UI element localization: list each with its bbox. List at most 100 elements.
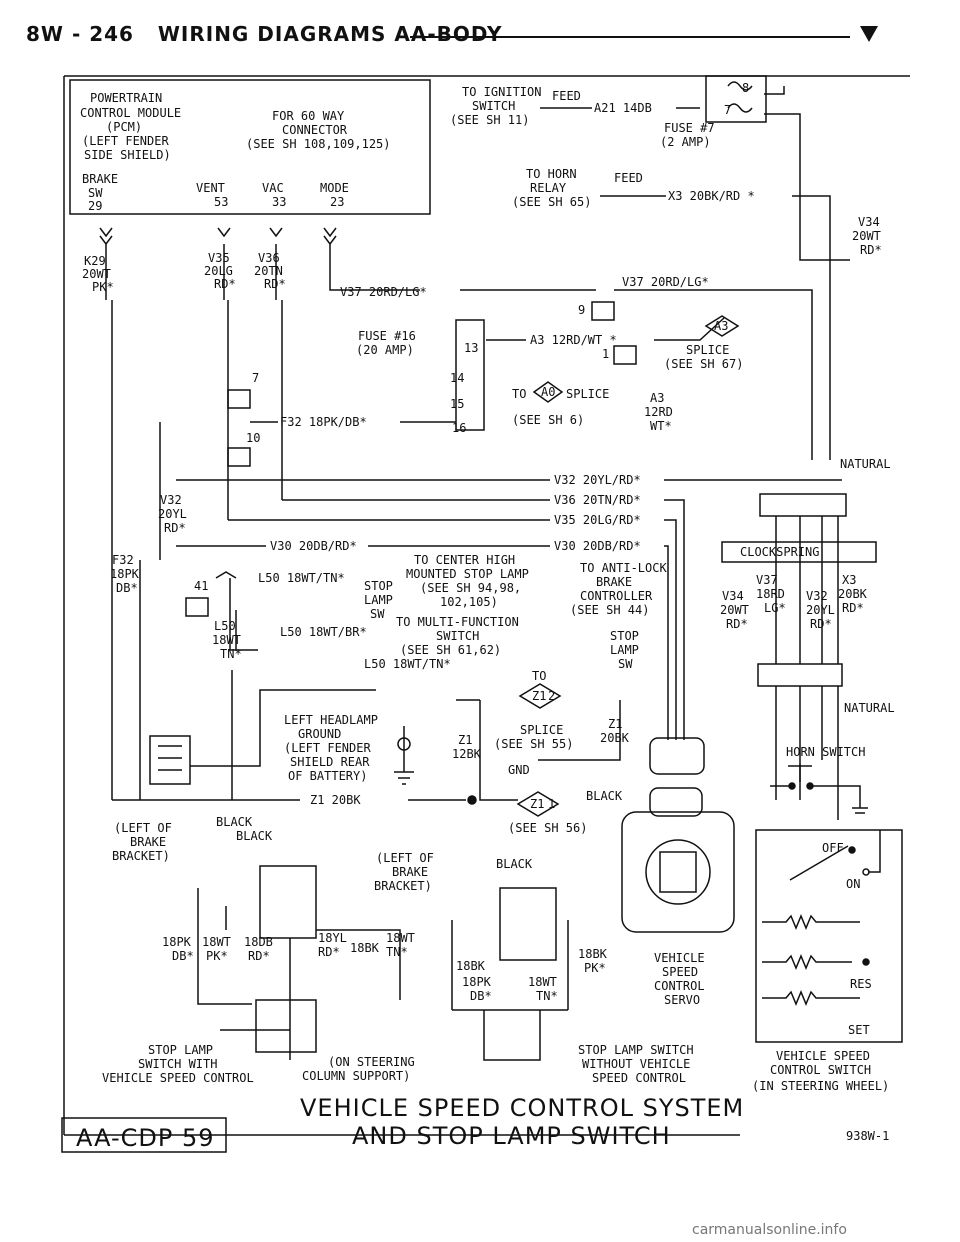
servo-label-4: SERVO <box>664 993 700 1007</box>
chmsl-label-4: 102,105) <box>440 595 498 609</box>
cs-wire-v32-gauge: 20YL <box>806 603 835 617</box>
svg-text:SWITCH: SWITCH <box>472 99 515 113</box>
svg-text:BRAKE: BRAKE <box>82 172 118 186</box>
svg-text:FEED: FEED <box>552 89 581 103</box>
l50-v-gauge: 18WT <box>212 633 241 647</box>
svg-text:CONTROL MODULE: CONTROL MODULE <box>80 106 181 120</box>
z1-tag-2-icon <box>518 683 562 709</box>
header-triangle-icon <box>860 26 878 42</box>
svg-text:(SEE SH 65): (SEE SH 65) <box>512 195 591 209</box>
svg-text:FEED: FEED <box>614 171 643 185</box>
wire-z1 <box>112 699 621 801</box>
svg-text:VAC: VAC <box>262 181 284 195</box>
gnd-label: GND <box>508 763 530 777</box>
pcm-label: POWERTRAIN CONTROL MODULE (PCM) (LEFT FE… <box>80 91 181 162</box>
splice55-ref: (SEE SH 55) <box>494 737 573 751</box>
vsc-switch-label: VEHICLE SPEED <box>776 1049 870 1063</box>
cs-wire-x3-gauge: 20BK <box>838 587 868 601</box>
off-label: OFF <box>822 841 844 855</box>
stop-sw2-label-3: SW <box>618 657 633 671</box>
svg-text:(LEFT FENDER: (LEFT FENDER <box>82 134 169 148</box>
steering-col-label-2: COLUMN SUPPORT) <box>302 1069 410 1083</box>
horn-switch-contacts <box>770 764 868 814</box>
to-label: TO <box>532 669 546 683</box>
svg-text:CONNECTOR: CONNECTOR <box>282 123 348 137</box>
svg-text:SIDE SHIELD): SIDE SHIELD) <box>84 148 171 162</box>
res-contact-dot <box>862 958 870 966</box>
chmsl-label-2: MOUNTED STOP LAMP <box>406 567 529 581</box>
stop-sw2-label-2: LAMP <box>610 643 639 657</box>
left-connector <box>149 735 191 785</box>
novsc-stop-switch-connector <box>499 887 557 961</box>
clockspring-upper-connector <box>759 493 847 517</box>
svg-text:FOR 60 WAY: FOR 60 WAY <box>272 109 345 123</box>
antilock-label-4: (SEE SH 44) <box>570 603 649 617</box>
sw1-wire-6-color: TN* <box>386 945 408 959</box>
pin-15: 15 <box>450 397 464 411</box>
servo-port-icon <box>659 851 697 893</box>
svg-text:MODE: MODE <box>320 181 349 195</box>
left-brake-2-label: (LEFT OF <box>376 851 434 865</box>
wire-k29 <box>105 244 113 800</box>
clockspring-lower-connector <box>757 663 843 687</box>
a0-tag-icon <box>532 381 564 403</box>
stop-sw-novsc-label-3: SPEED CONTROL <box>592 1071 686 1085</box>
fuse16-block <box>455 319 485 431</box>
k29-gauge: 20WT <box>82 267 111 281</box>
stop-sw-vsc-label-2: SWITCH WITH <box>138 1057 217 1071</box>
headlamp-gnd-label-3: (LEFT FENDER <box>284 741 371 755</box>
v34-gauge: 20WT <box>852 229 881 243</box>
left-brake-2-label-2: BRAKE <box>392 865 428 879</box>
z1-tag-1: Z1 <box>530 797 544 811</box>
l50-v-color: TN* <box>220 647 242 661</box>
pcm-pin-chevrons <box>99 227 337 246</box>
svg-text:TO IGNITION: TO IGNITION <box>462 85 541 99</box>
cs-wire-v32-color: RD* <box>810 617 832 631</box>
resistor-1-icon <box>762 914 860 930</box>
servo-label-3: CONTROL <box>654 979 705 993</box>
pin-7b: 7 <box>252 371 259 385</box>
pin-16: 16 <box>452 421 466 435</box>
pin-8: 8 <box>742 81 749 95</box>
servo-label: VEHICLE <box>654 951 705 965</box>
res-label: RES <box>850 977 872 991</box>
left-brake-1-label-3: BRACKET) <box>112 849 170 863</box>
a3v-label: A3 <box>650 391 664 405</box>
svg-text:29: 29 <box>88 199 102 213</box>
left-brake-1-label: (LEFT OF <box>114 821 172 835</box>
f32-v-color: DB* <box>116 581 138 595</box>
svg-text:SW: SW <box>88 186 103 200</box>
pin-7: 7 <box>724 103 731 117</box>
l50-2-label: L50 18WT/BR* <box>280 625 367 639</box>
z1-tag-2-num: 2 <box>548 689 555 703</box>
sw2-wire-4-color: PK* <box>584 961 606 975</box>
k29-color: PK* <box>92 280 114 294</box>
cs-wire-v34: V34 <box>722 589 744 603</box>
headlamp-gnd-label: LEFT HEADLAMP <box>284 713 378 727</box>
antilock-label: TO ANTI-LOCK <box>580 561 667 575</box>
page-number: 8W - 246 <box>26 22 134 46</box>
multifunction-label-3: (SEE SH 61,62) <box>400 643 501 657</box>
stop-sw-novsc-label: STOP LAMP SWITCH <box>578 1043 694 1057</box>
v37-right-label: V37 20RD/LG* <box>622 275 709 289</box>
v36-color: RD* <box>264 277 286 291</box>
sw2-wire-4: 18BK <box>578 947 608 961</box>
a3-tag-icon <box>704 315 740 337</box>
fuse1-icon <box>613 345 637 365</box>
fuse16-amp: (20 AMP) <box>356 343 414 357</box>
horn-contact-right <box>806 782 814 790</box>
vsc-stop-switch-connector <box>259 865 317 939</box>
pin-1: 1 <box>602 347 609 361</box>
connector-label: FOR 60 WAY CONNECTOR (SEE SH 108,109,125… <box>246 109 391 151</box>
stop-sw-novsc-label-2: WITHOUT VEHICLE <box>582 1057 690 1071</box>
splice55-label: SPLICE <box>520 723 563 737</box>
sw1-wire-2-color: PK* <box>206 949 228 963</box>
v30-left-label: V30 20DB/RD* <box>270 539 357 553</box>
vsc-switch-label-3: (IN STEERING WHEEL) <box>752 1079 889 1093</box>
vsc-switch-box <box>755 829 903 1043</box>
v35-color: RD* <box>214 277 236 291</box>
black-label-3: BLACK <box>236 829 273 843</box>
v36-label: V36 <box>258 251 280 265</box>
a3v-color: WT* <box>650 419 672 433</box>
